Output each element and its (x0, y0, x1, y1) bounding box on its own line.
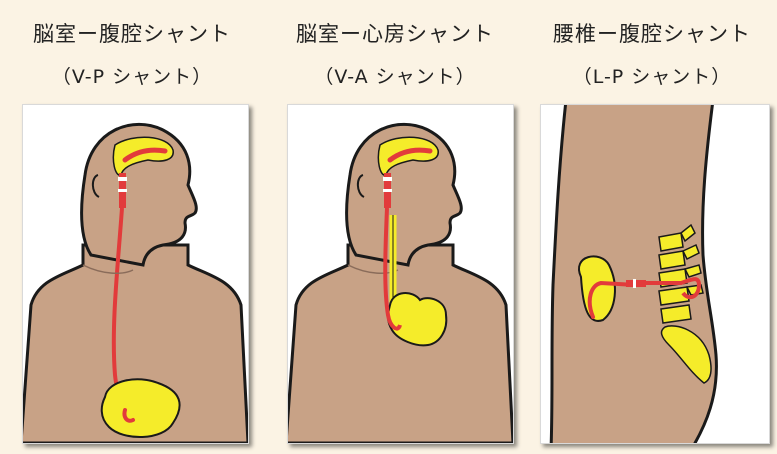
panel-lp-shunt: 腰椎ー腹腔シャント （L-P シャント） (527, 0, 777, 454)
panel-title: 脳室ー腹腔シャント (7, 18, 257, 48)
illustration-card (287, 104, 514, 444)
va-shunt-illustration (288, 105, 513, 443)
illustration-card (22, 104, 249, 444)
panel-title: 腰椎ー腹腔シャント (527, 18, 777, 48)
panel-subtitle: （V-P シャント） (7, 62, 257, 89)
panel-subtitle: （V-A シャント） (270, 62, 520, 89)
illustration-card (540, 104, 770, 444)
panel-vp-shunt: 脳室ー腹腔シャント （V-P シャント） (7, 0, 257, 454)
panel-subtitle: （L-P シャント） (527, 62, 777, 89)
lp-shunt-illustration (541, 105, 769, 443)
panel-title: 脳室ー心房シャント (270, 18, 520, 48)
body-silhouette (288, 245, 513, 443)
panel-va-shunt: 脳室ー心房シャント （V-A シャント） (270, 0, 520, 454)
peritoneal-cavity (102, 379, 180, 437)
vp-shunt-illustration (23, 105, 248, 443)
